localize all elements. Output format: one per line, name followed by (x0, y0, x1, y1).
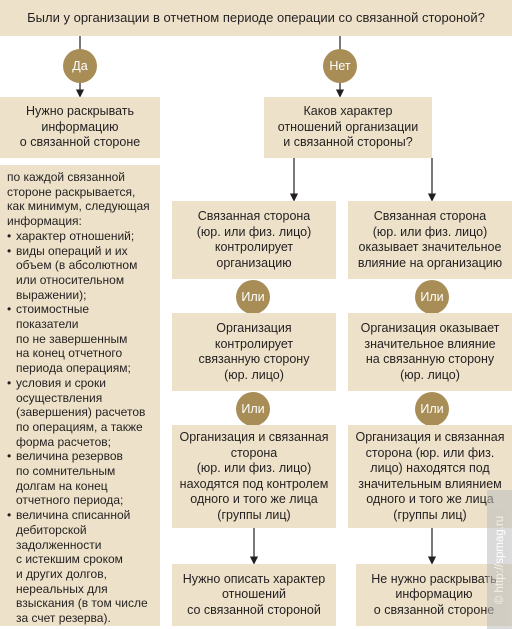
list-item: стоимостные показатели по не завершенным… (7, 302, 154, 376)
text-line: одного и того же лица (190, 492, 318, 506)
text-line: Нужно раскрывать (25, 104, 135, 119)
no-disclosure-result-box: Не нужно раскрывать информацию о связанн… (356, 564, 512, 626)
text-line: на связанную сторону (365, 352, 495, 366)
influence-case-3-box: Организация и связанная сторона (юр. или… (348, 425, 512, 528)
control-case-1-box: Связанная сторона (юр. или физ. лицо) ко… (172, 201, 336, 279)
yes-disclose-box: Нужно раскрывать информацию о связанной … (0, 97, 160, 158)
top-question-box: Были у организации в отчетном периоде оп… (0, 0, 512, 36)
text-line: контролирует (214, 240, 294, 254)
text-line: контролирует (214, 336, 294, 351)
list-item: характер отношений; (7, 229, 154, 244)
text-line: Связанная сторона (373, 209, 487, 223)
list-item: величина списанной дебиторской задолженн… (7, 508, 154, 626)
text-line: связанную сторону (198, 352, 310, 366)
text-line: о связанной стороне (19, 135, 141, 150)
text-line: Не нужно раскрывать (371, 571, 497, 586)
influence-case-1-box: Связанная сторона (юр. или физ. лицо) ок… (348, 201, 512, 279)
text-line: значительным влиянием (358, 476, 502, 491)
text-line: (группы лиц) (393, 507, 467, 522)
text-line: Связанная сторона (197, 209, 311, 223)
control-case-3-box: Организация и связанная сторона (юр. или… (172, 425, 336, 528)
text-line: информацию (395, 587, 473, 602)
top-question-line: Были у организации в отчетном периоде оп… (27, 10, 485, 26)
text-line: как минимум, следующая (7, 199, 150, 214)
yes-answer-badge: Да (63, 49, 97, 83)
text-line: стороне раскрывается, (7, 184, 136, 199)
text-line: Организация и связанная (355, 430, 505, 444)
text-line: по каждой связанной (7, 170, 125, 184)
text-line: организацию (216, 255, 292, 270)
text-line: (юр. лицо) (400, 367, 460, 382)
text-line: информацию (41, 119, 119, 134)
text-line: со связанной стороной (187, 602, 321, 617)
text-line: лицо) находятся под (370, 461, 490, 475)
text-line: отношений (221, 587, 287, 602)
disclosure-list-box: по каждой связанной стороне раскрывается… (0, 165, 160, 626)
site-watermark: © http://spmag.ru (487, 490, 512, 629)
text-line: (юр. или физ. лицо) (196, 224, 312, 239)
text-line: оказывает значительное (358, 240, 502, 254)
text-line: (группы лиц) (217, 507, 291, 522)
text-line: значительное влияние (364, 336, 496, 351)
disclosure-intro: по каждой связанной стороне раскрывается… (7, 170, 154, 229)
list-item: величина резервов по сомнительным долгам… (7, 449, 154, 508)
text-line: сторона (юр. или физ. (365, 445, 495, 460)
text-line: Организация оказывает (360, 321, 500, 335)
text-line: информация: (7, 214, 82, 229)
disclosure-list: характер отношений; виды операций и их о… (7, 229, 154, 626)
relationship-question-box: Каков характер отношений организации и с… (264, 97, 432, 158)
text-line: (юр. или физ. лицо) (196, 461, 312, 475)
text-line: одного и того же лица (366, 492, 494, 506)
text-line: Организация и связанная (179, 430, 329, 444)
text-line: Организация (216, 321, 292, 335)
describe-relationship-result-box: Нужно описать характер отношений со связ… (172, 564, 336, 626)
text-line: о связанной стороне (373, 602, 495, 617)
text-line: влияние на организацию (357, 255, 503, 270)
control-case-2-box: Организация контролирует связанную сторо… (172, 313, 336, 391)
or-badge: Или (236, 392, 270, 426)
text-line: (юр. или физ. лицо) (372, 224, 488, 239)
text-line: находятся под контролем (179, 476, 329, 491)
list-item: условия и сроки осуществления (завершени… (7, 376, 154, 450)
text-line: Нужно описать характер (182, 571, 326, 586)
or-badge: Или (415, 280, 449, 314)
text-line: (юр. лицо) (224, 367, 284, 382)
text-line: и связанной стороны? (283, 135, 413, 150)
no-answer-badge: Нет (323, 49, 357, 83)
text-line: отношений организации (277, 119, 419, 134)
text-line: Каков характер (303, 104, 393, 119)
list-item: виды операций и их объем (в абсолютном и… (7, 244, 154, 303)
or-badge: Или (415, 392, 449, 426)
text-line: сторона (230, 445, 278, 460)
or-badge: Или (236, 280, 270, 314)
influence-case-2-box: Организация оказывает значительное влиян… (348, 313, 512, 391)
